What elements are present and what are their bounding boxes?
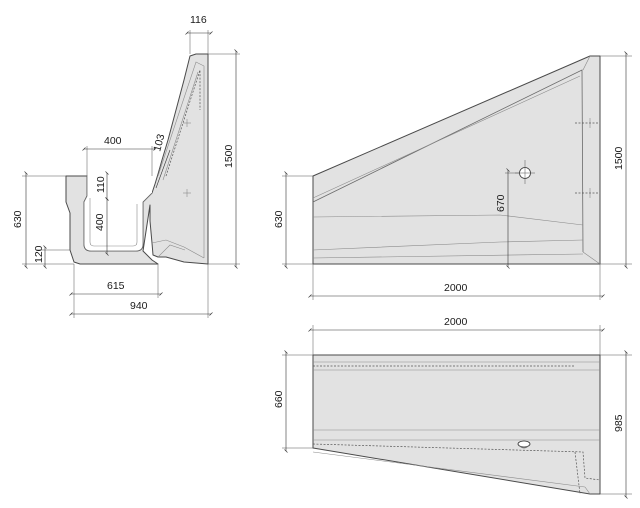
dim-total-height: 1500 bbox=[223, 144, 235, 168]
dim-plan-back-depth: 985 bbox=[613, 414, 625, 432]
channel-outline bbox=[83, 176, 153, 252]
dim-base-height: 120 bbox=[33, 245, 45, 263]
dim-top-width: 116 bbox=[190, 14, 207, 26]
dim-channel-width: 400 bbox=[104, 135, 122, 147]
dim-slope: 103 bbox=[151, 133, 167, 153]
anchor-mark bbox=[183, 119, 191, 197]
dim-front-height: 630 bbox=[12, 210, 24, 228]
hidden-edge bbox=[165, 69, 201, 177]
side-body bbox=[312, 55, 601, 265]
dim-hole-height: 670 bbox=[495, 194, 507, 212]
plan-view: 2000 660 985 bbox=[273, 316, 632, 499]
dim-channel-depth: 400 bbox=[94, 213, 106, 231]
dim-side-front-height: 630 bbox=[273, 210, 285, 228]
dim-plan-length: 2000 bbox=[444, 316, 468, 328]
dim-lip-height: 110 bbox=[95, 176, 107, 193]
dim-side-total-height: 1500 bbox=[613, 146, 625, 170]
dim-side-length: 2000 bbox=[444, 282, 468, 294]
dim-overall-width: 940 bbox=[130, 300, 148, 312]
plan-body bbox=[312, 354, 601, 495]
dim-inner-width: 615 bbox=[107, 280, 125, 292]
section-view: 116 1500 400 103 110 400 630 120 61 bbox=[12, 14, 240, 318]
side-view: 630 670 1500 2000 bbox=[273, 51, 632, 300]
dim-plan-front-depth: 660 bbox=[273, 390, 285, 408]
